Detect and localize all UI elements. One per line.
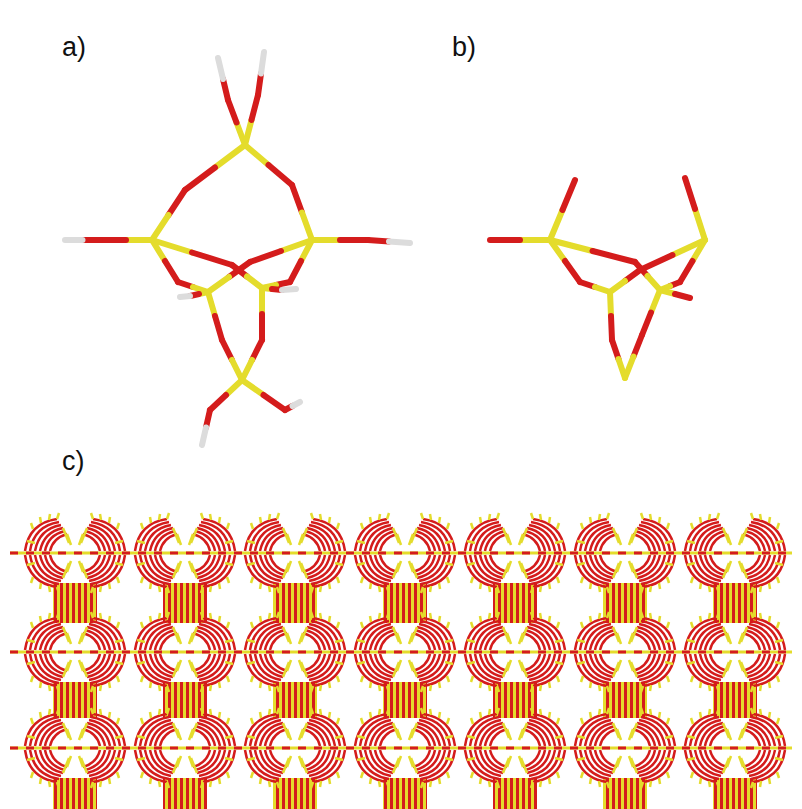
panel-label: a) <box>62 34 86 61</box>
panel-label: c) <box>62 448 85 475</box>
panel-label: b) <box>452 34 476 61</box>
silicate-lattice <box>10 513 792 809</box>
lattice-rows <box>10 553 792 748</box>
molecule-b <box>490 178 705 378</box>
lattice-pillars <box>53 583 757 809</box>
molecule-a <box>65 52 410 445</box>
